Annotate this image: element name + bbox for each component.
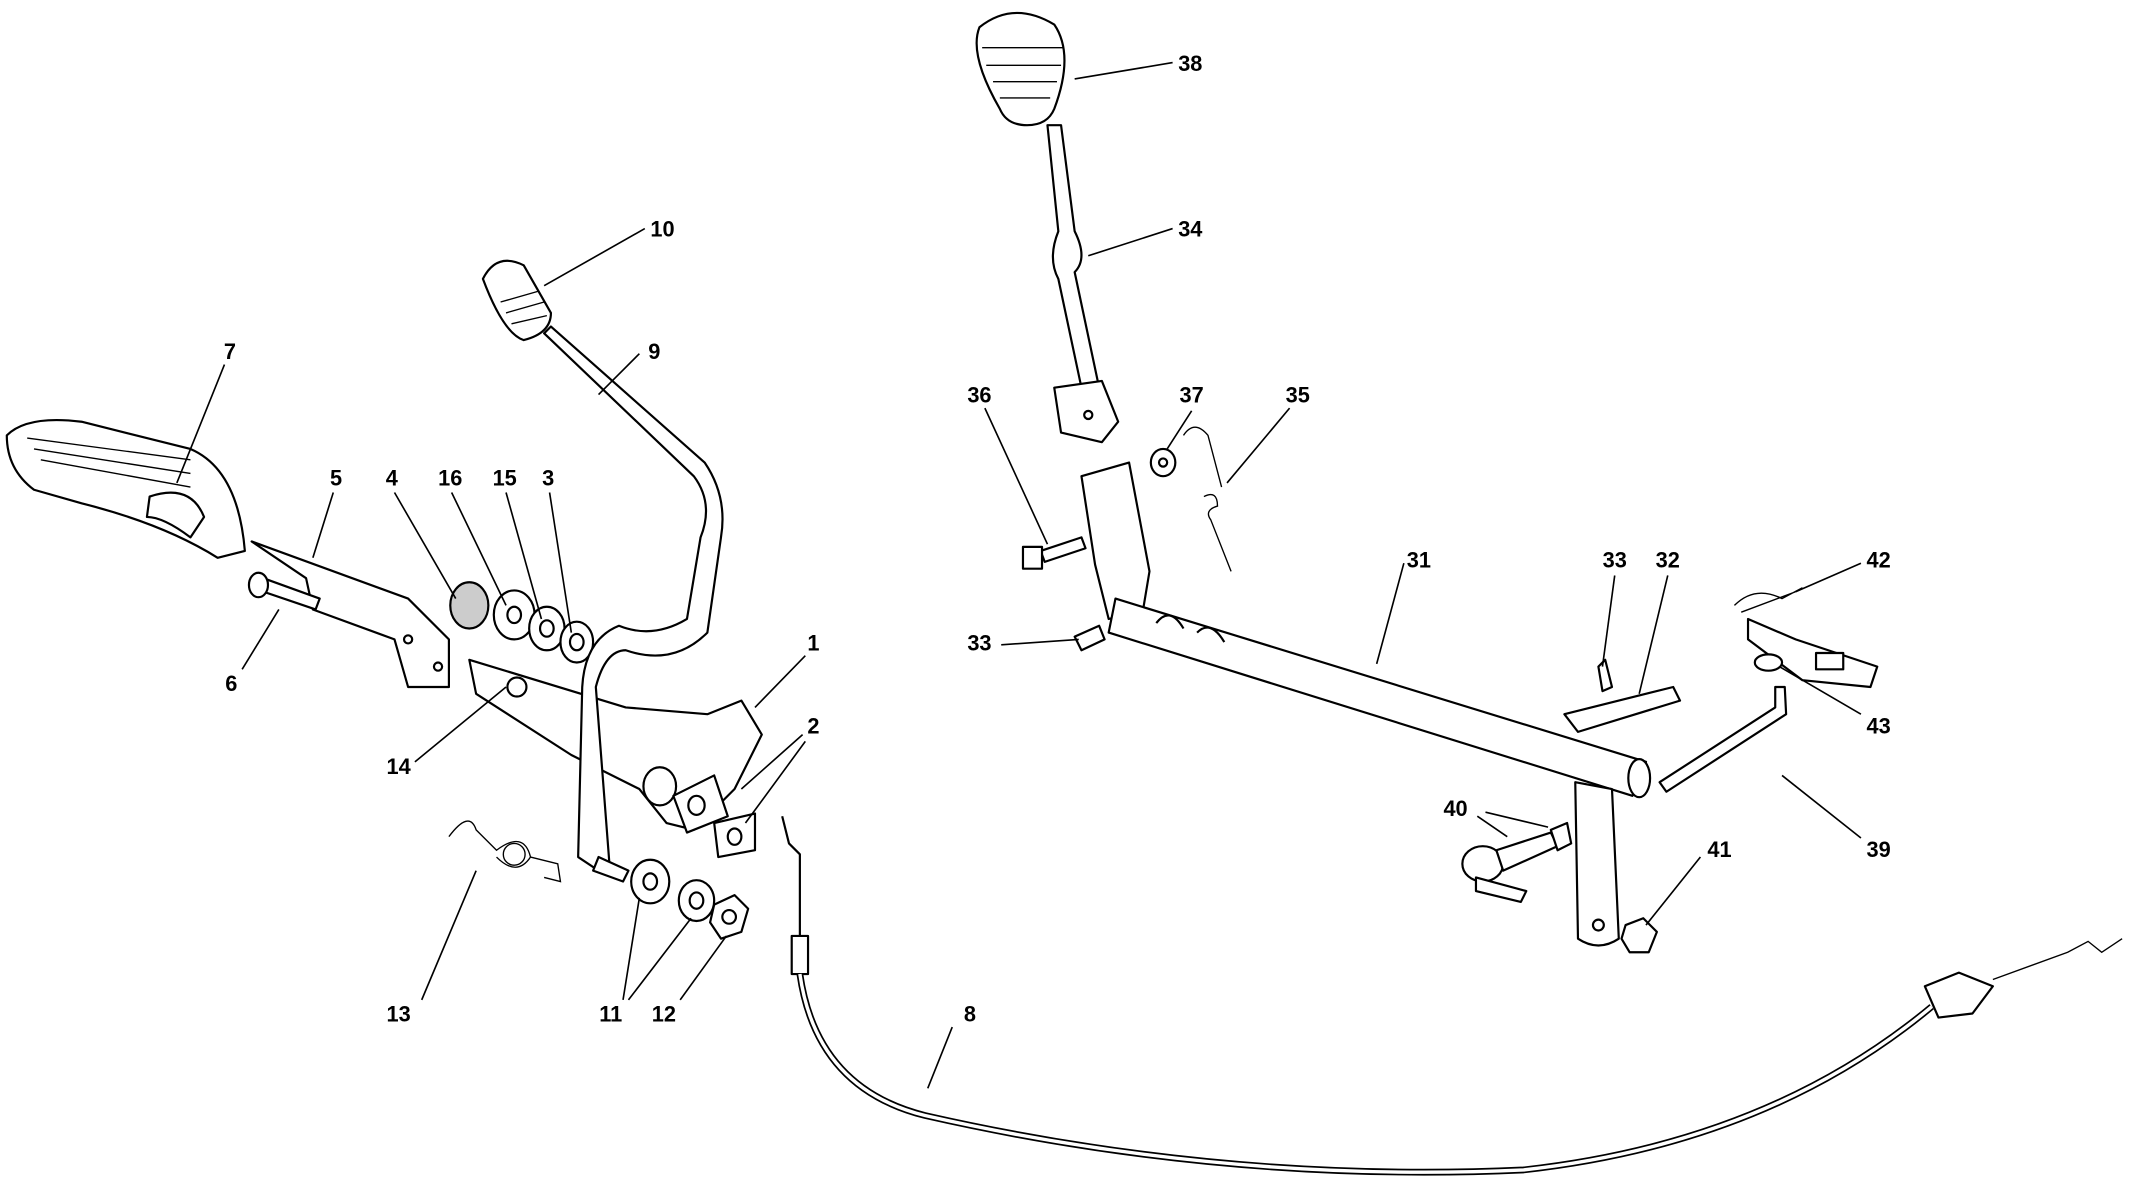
- nut-part-37: [1149, 447, 1177, 478]
- label-32: 32: [1656, 547, 1680, 572]
- label-13: 13: [386, 1002, 410, 1027]
- label-10: 10: [650, 217, 674, 242]
- label-14: 14: [386, 754, 410, 779]
- label-33-left: 33: [967, 630, 991, 655]
- washers-parts-4-16-15-3: [449, 581, 595, 664]
- label-41: 41: [1707, 837, 1731, 862]
- lever-rod-part-9: [543, 325, 724, 883]
- nut-part-12: [709, 894, 750, 940]
- ball-joint-part-40: [1461, 821, 1573, 904]
- washers-part-11: [630, 858, 716, 923]
- leader-lines: [176, 61, 1862, 1089]
- label-35: 35: [1286, 383, 1310, 408]
- spring-part-35: [1182, 426, 1232, 572]
- knob-part-10: [481, 259, 553, 342]
- lever-bracket: [1053, 379, 1151, 621]
- label-12: 12: [652, 1002, 676, 1027]
- plate-part-43: [1746, 617, 1879, 689]
- label-3: 3: [542, 466, 554, 491]
- label-9: 9: [648, 339, 660, 364]
- shift-lever-part-34: [1046, 124, 1101, 389]
- shaft-part-31: [1107, 597, 1652, 799]
- pedal-cover-part-7: [5, 419, 246, 559]
- clamp-part-32: [1563, 658, 1682, 733]
- pedal-arm-part-5: [250, 540, 450, 689]
- label-4: 4: [386, 466, 398, 491]
- screw-part-33: [1073, 624, 1106, 652]
- label-6: 6: [225, 671, 237, 696]
- washers-part-2: [672, 774, 757, 859]
- label-11: 11: [599, 1002, 622, 1027]
- arm-part-40-mount: [1574, 781, 1620, 947]
- label-34: 34: [1178, 217, 1202, 242]
- label-16: 16: [438, 466, 462, 491]
- label-43: 43: [1867, 713, 1891, 738]
- label-2: 2: [807, 713, 819, 738]
- label-1: 1: [807, 630, 819, 655]
- label-36: 36: [967, 383, 991, 408]
- bolt-part-36: [1021, 536, 1087, 570]
- label-7: 7: [224, 339, 236, 364]
- rod-part-39: [1658, 685, 1788, 793]
- label-8: 8: [964, 1002, 976, 1027]
- label-33-top: 33: [1603, 547, 1627, 572]
- label-38: 38: [1178, 51, 1202, 76]
- label-37: 37: [1180, 383, 1204, 408]
- label-42: 42: [1867, 547, 1891, 572]
- label-5: 5: [330, 466, 342, 491]
- label-15: 15: [493, 466, 517, 491]
- cable-part-8: [781, 815, 2123, 1176]
- label-31: 31: [1407, 547, 1431, 572]
- label-39: 39: [1867, 837, 1891, 862]
- spring-part-13: [448, 820, 562, 883]
- nut-part-41: [1620, 917, 1658, 954]
- clip-part-42: [1733, 587, 1803, 613]
- knob-part-38: [975, 11, 1066, 127]
- bolt-part-6: [247, 571, 321, 611]
- label-40: 40: [1443, 796, 1467, 821]
